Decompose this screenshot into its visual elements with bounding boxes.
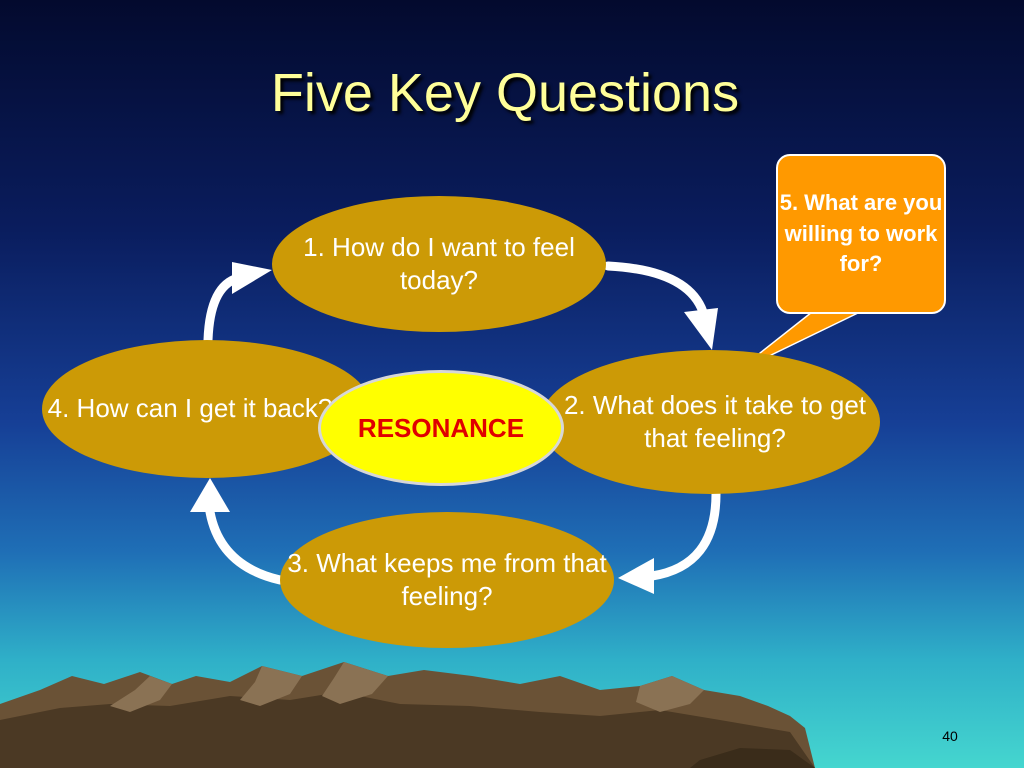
arrow-3-to-4 bbox=[205, 507, 285, 585]
arrowhead-4 bbox=[232, 262, 272, 294]
arrow-1-to-2 bbox=[603, 261, 708, 317]
callout-label: 5. What are you willing to work for? bbox=[779, 189, 943, 277]
center-node-resonance: RESONANCE bbox=[318, 370, 564, 486]
arrowhead-3 bbox=[190, 478, 230, 512]
callout-question-5: 5. What are you willing to work for? bbox=[776, 154, 946, 314]
cycle-node-3: 3. What keeps me from that feeling? bbox=[280, 512, 614, 648]
center-node-label: RESONANCE bbox=[357, 412, 525, 443]
page-number: 40 bbox=[942, 728, 958, 744]
arrowhead-2 bbox=[618, 558, 654, 594]
cycle-node-3-label: 3. What keeps me from that feeling? bbox=[287, 547, 607, 611]
arrowhead-1 bbox=[684, 308, 718, 350]
slide-title: Five Key Questions bbox=[270, 63, 740, 123]
cycle-node-2-label: 2. What does it take to get that feeling… bbox=[563, 389, 867, 453]
cycle-node-4: 4. How can I get it back? bbox=[42, 340, 372, 478]
cycle-node-1: 1. How do I want to feel today? bbox=[272, 196, 606, 332]
cycle-node-1-label: 1. How do I want to feel today? bbox=[303, 231, 575, 295]
cycle-node-2: 2. What does it take to get that feeling… bbox=[540, 350, 880, 494]
arrow-2-to-3 bbox=[647, 489, 721, 581]
cycle-node-4-label: 4. How can I get it back? bbox=[47, 393, 333, 424]
